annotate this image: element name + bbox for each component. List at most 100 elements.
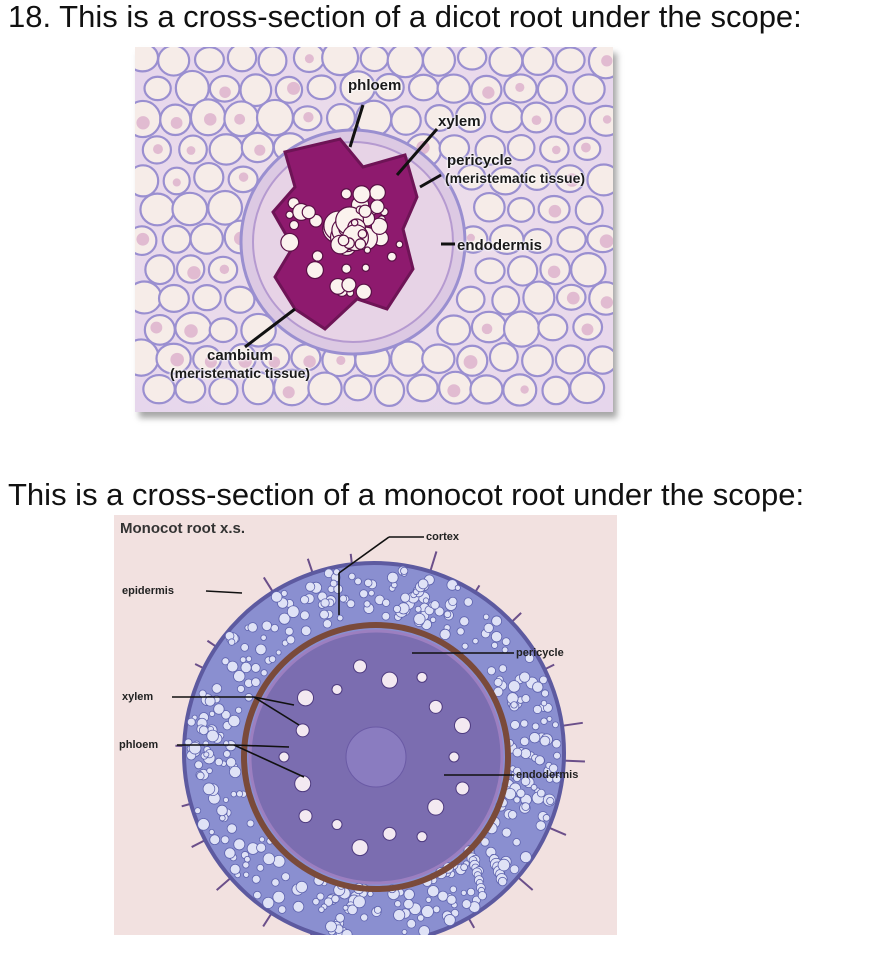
cortex-cell [245,655,253,663]
cortex-cell [135,280,163,315]
cortex-cell [535,820,546,831]
root-hair [563,759,585,763]
monocot-phloem-label: phloem [119,739,159,751]
cell-stain [520,385,529,394]
cortex-cell [194,760,203,770]
cortex-cell [196,771,205,780]
monocot-pericycle-label: pericycle [516,647,564,659]
cortex-cell [202,740,210,748]
cortex-cell [239,73,273,108]
cortex-cell [386,47,425,79]
xylem-vessel [453,717,471,735]
cell-stain [599,234,613,249]
xylem-vessel [341,277,357,293]
monocot-xylem-label: xylem [122,691,154,703]
cortex-cell [521,802,530,811]
cortex-cell [208,376,239,406]
cortex-cell [359,589,369,599]
cortex-cell [586,163,613,197]
cortex-cell [260,669,268,677]
xylem-pointer [395,128,439,176]
cortex-cell [363,600,371,608]
cortex-cell [459,616,470,627]
cortex-cell [386,571,399,584]
cortex-cell [541,375,571,406]
cell-stain [581,323,594,336]
cortex-cell [501,637,511,646]
xylem-vessel [361,263,371,272]
cortex-cell [206,729,219,743]
dicot-xylem-label: xylem [438,113,481,130]
cortex-cell [191,284,222,312]
cell-stain [219,264,230,275]
xylem-vessel [331,819,343,831]
cell-stain [581,142,591,153]
cortex-cell [421,343,456,375]
cortex-cell [449,885,457,893]
cortex-cell [554,47,586,74]
cell-stain [466,233,475,242]
cortex-cell [519,736,530,747]
cortex-cell [554,344,587,375]
cortex-cell [513,796,521,804]
cortex-cell [448,596,458,607]
cortex-cell [174,69,210,107]
cortex-cell [506,255,539,287]
cortex-cell [261,620,273,632]
cortex-cell [488,166,523,196]
cortex-cell [530,784,538,791]
cell-stain [238,172,249,182]
dicot-endodermis-label: endodermis [457,237,543,254]
xylem-vessel [301,205,316,220]
cortex-cell [206,767,213,774]
cortex-cell [320,598,330,608]
cortex-cell [438,134,471,162]
cortex-cell [208,710,216,717]
monocot-heading: This is a cross-section of a monocot roo… [8,477,805,512]
cell-stain [150,321,163,334]
cell-stain [566,291,580,305]
cortex-cell [474,257,506,285]
xylem-vessel [416,831,428,843]
cortex-cell [251,677,261,687]
cortex-cell [403,898,414,910]
cortex-cell [554,104,587,135]
cortex-cell [278,612,291,625]
xylem-pointer-c [253,696,300,726]
cortex-cell [537,313,569,342]
cortex-cell [306,74,337,101]
cortex-cell [213,703,225,715]
cell-stain [552,145,561,155]
pericycle-pointer [419,173,442,189]
xylem-vessel [370,217,389,235]
cell-stain [136,116,150,130]
cortex-cells [184,565,562,935]
cortex-cell [436,73,471,104]
cortex-cell [521,344,554,378]
cortex-cell [251,874,261,884]
xylem-vessel [305,261,325,280]
cell-stain [184,324,198,338]
cortex-cell [277,905,287,914]
cortex-cell [226,47,258,73]
cortex-cell [188,741,202,755]
cortex-cell [157,283,190,313]
cortex-cell [223,750,231,758]
cortex-cell [300,625,312,636]
cortex-cell [424,104,455,132]
cortex-cell [422,597,430,604]
cortex-cell [135,338,160,377]
cortex-cell [393,604,402,614]
cortex-cell [413,612,426,626]
cortex-cell [455,285,486,314]
xylem-vessel [280,232,300,252]
root-hair [216,877,232,891]
cortex-cell [135,164,160,198]
cortex-cell [143,75,172,102]
cortex-cell [436,314,472,346]
cell-stain [304,54,314,64]
cell-stain [204,355,217,368]
cortex-cell [536,74,569,105]
cortex-cell [486,666,496,676]
cortex-cell [521,694,531,703]
